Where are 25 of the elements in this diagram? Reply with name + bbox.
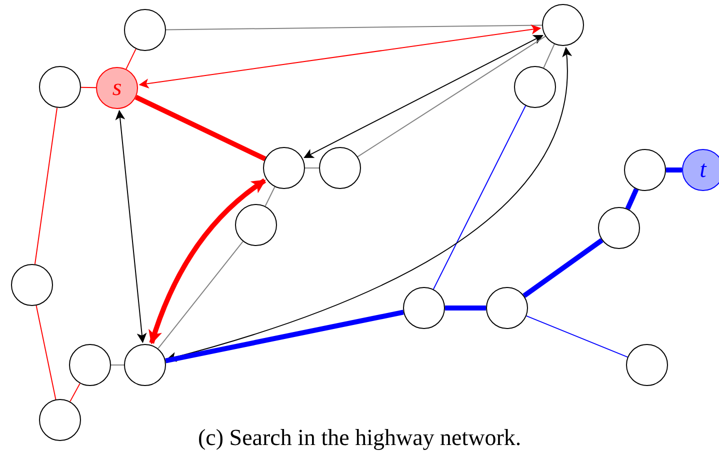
connector-line [80, 86, 96, 88]
connector-line [158, 240, 244, 350]
connector-line [445, 306, 486, 310]
connector-line [625, 188, 639, 210]
connector-line [166, 24, 542, 30]
connector-line [134, 94, 266, 162]
caption: (c) Search in the highway network. [198, 424, 522, 452]
connector-line [357, 36, 546, 158]
connector-line [526, 315, 628, 358]
arrow [138, 24, 542, 88]
arrow [115, 110, 147, 344]
connector-line [666, 168, 682, 172]
connector-line [70, 382, 80, 402]
arrow [304, 35, 544, 158]
connector-line [432, 105, 526, 290]
connector-line [34, 107, 58, 265]
connector-line [110, 364, 124, 366]
connector-line [264, 186, 276, 207]
connector-line [36, 305, 56, 400]
arrow [166, 46, 572, 362]
arrow [148, 178, 266, 344]
connector-line [543, 44, 555, 68]
connector-line [165, 310, 404, 364]
connector-line [522, 238, 604, 298]
connector-line [126, 48, 136, 70]
